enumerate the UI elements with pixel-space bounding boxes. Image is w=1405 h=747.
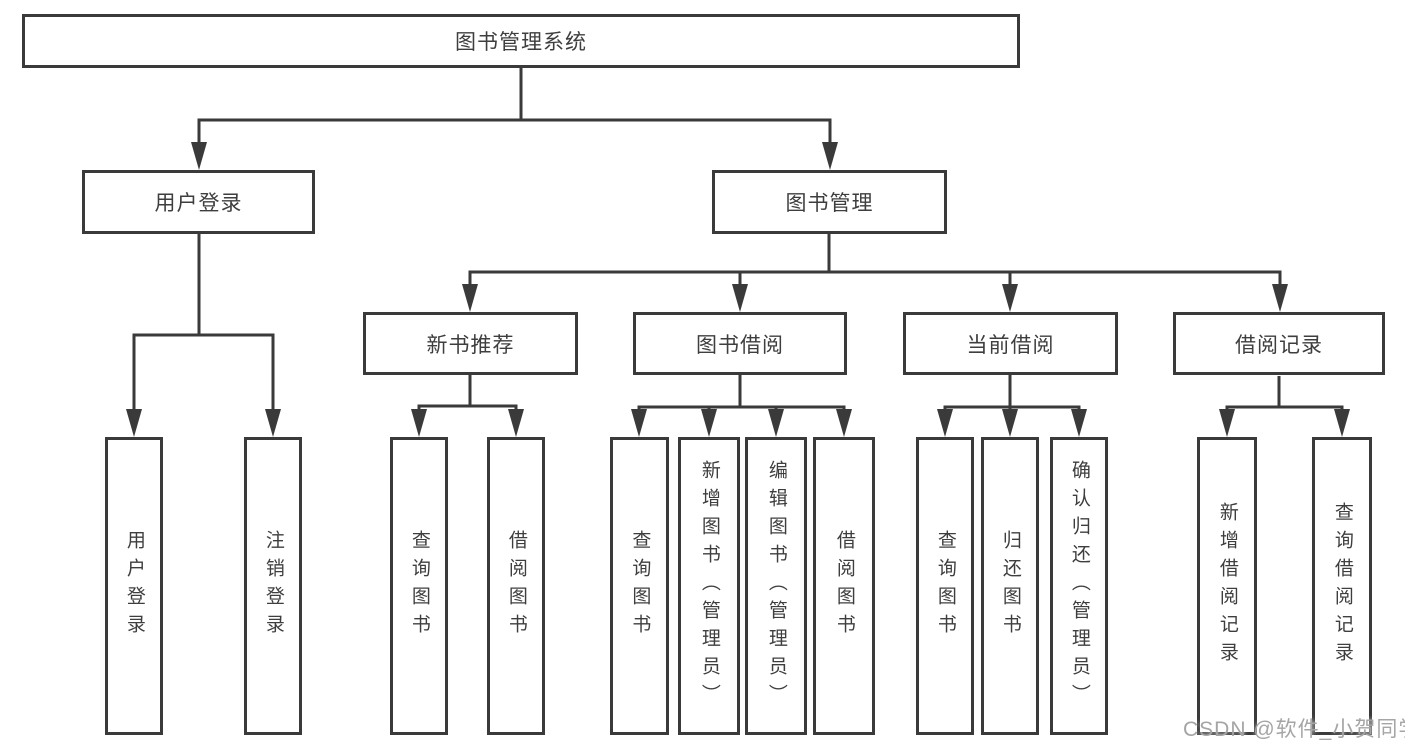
leaf-query-books-current: 查询图书 (916, 437, 974, 735)
leaf-edit-books-admin: 编辑图书（管理员） (745, 437, 807, 735)
leaf-confirm-return-admin-label: 确认归还（管理员） (1068, 460, 1090, 712)
leaf-return-books-label: 归还图书 (999, 530, 1021, 642)
edges-book-management (468, 233, 1282, 292)
edges-book-borrowing (637, 374, 846, 417)
node-user-login: 用户登录 (82, 170, 315, 234)
leaf-borrow-books-label: 借阅图书 (833, 530, 855, 642)
leaf-query-borrow-record: 查询借阅记录 (1312, 437, 1372, 735)
leaf-edit-books-admin-label: 编辑图书（管理员） (765, 460, 787, 712)
node-book-borrowing: 图书借阅 (633, 312, 847, 375)
leaf-logout: 注销登录 (244, 437, 302, 735)
leaf-query-books-current-label: 查询图书 (934, 530, 956, 642)
leaf-add-borrow-record-label: 新增借阅记录 (1216, 502, 1238, 670)
leaf-borrow-books: 借阅图书 (813, 437, 875, 735)
leaf-query-books-borrowing: 查询图书 (610, 437, 669, 735)
leaf-add-books-admin-label: 新增图书（管理员） (698, 460, 720, 712)
node-book-management: 图书管理 (712, 170, 947, 234)
leaf-borrow-books-recommend: 借阅图书 (487, 437, 545, 735)
leaf-user-login-label: 用户登录 (123, 530, 145, 642)
leaf-confirm-return-admin: 确认归还（管理员） (1050, 437, 1108, 735)
leaf-user-login: 用户登录 (105, 437, 163, 735)
leaf-query-books-recommend: 查询图书 (390, 437, 448, 735)
edges-borrowing-records (1225, 376, 1344, 417)
node-new-book-recommendation: 新书推荐 (363, 312, 578, 375)
leaf-add-books-admin: 新增图书（管理员） (678, 437, 740, 735)
leaf-query-borrow-record-label: 查询借阅记录 (1331, 502, 1353, 670)
node-root-library-management-system: 图书管理系统 (22, 14, 1020, 68)
leaf-return-books: 归还图书 (981, 437, 1039, 735)
edges-new-book-recommendation (417, 374, 518, 417)
edges-user-login (132, 233, 275, 417)
arrowheads (126, 142, 1350, 437)
leaf-query-books-borrowing-label: 查询图书 (629, 530, 651, 642)
node-current-borrowing: 当前借阅 (903, 312, 1118, 375)
leaf-borrow-books-recommend-label: 借阅图书 (505, 530, 527, 642)
leaf-logout-label: 注销登录 (262, 530, 284, 642)
csdn-watermark: CSDN @软件_小贺同学 (1183, 718, 1405, 741)
edges-root (197, 67, 832, 150)
leaf-add-borrow-record: 新增借阅记录 (1197, 437, 1257, 735)
leaf-query-books-recommend-label: 查询图书 (408, 530, 430, 642)
node-borrowing-records: 借阅记录 (1173, 312, 1385, 375)
